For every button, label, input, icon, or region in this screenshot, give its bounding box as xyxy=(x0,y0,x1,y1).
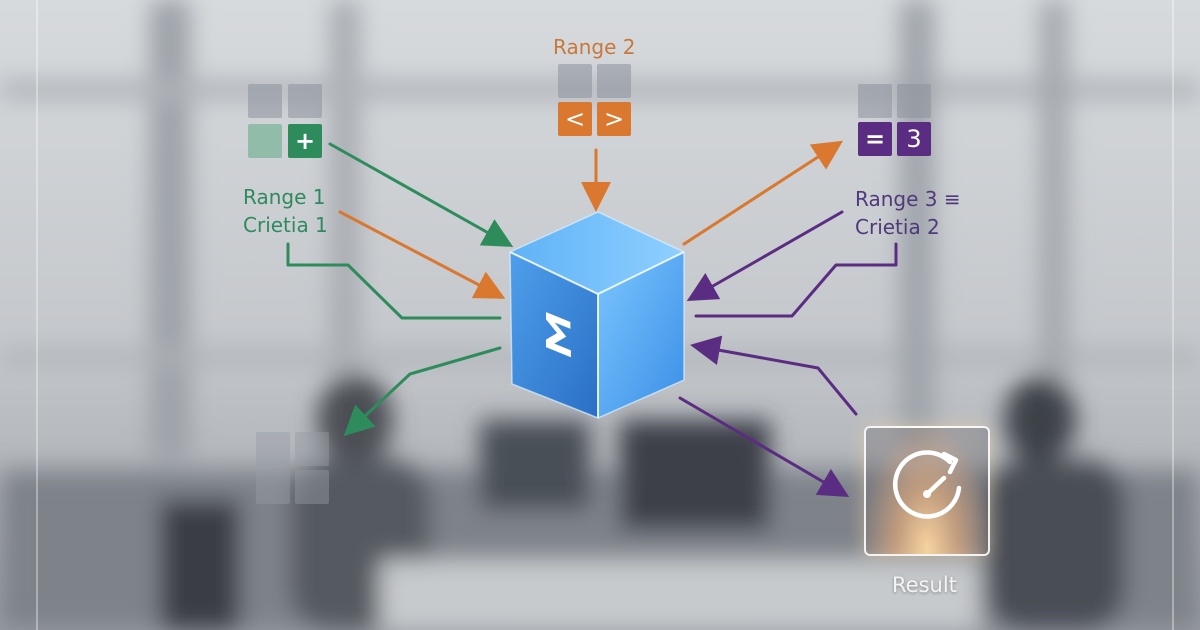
greater-than-cell xyxy=(597,102,631,136)
connector-plus-to-cube xyxy=(328,142,514,247)
criteria1-label: Crietia 1 xyxy=(243,213,328,237)
three-icon: 3 xyxy=(906,125,922,153)
connector-result-to-cube xyxy=(690,335,858,416)
grid-cell xyxy=(295,470,329,504)
grid-cell xyxy=(256,432,290,466)
grid-cell xyxy=(597,64,631,98)
grid-cell xyxy=(897,84,931,118)
refresh-dial-icon xyxy=(892,450,962,519)
equals-icon: = xyxy=(864,125,886,153)
result-box xyxy=(864,426,990,556)
less-than-cell xyxy=(558,102,592,136)
less-than-icon: < xyxy=(564,105,586,133)
connector-cube-to-equals3 xyxy=(682,140,844,246)
connector-range3-to-cube xyxy=(694,242,898,318)
grid-cell xyxy=(858,84,892,118)
connector-range1-to-cube xyxy=(286,242,502,320)
range3-label: Range 3 ≡ xyxy=(855,187,961,211)
greater-than-icon: > xyxy=(603,105,625,133)
sigma-cube-icon xyxy=(509,211,685,419)
connector-cube-to-result xyxy=(678,396,850,498)
grid-cell xyxy=(248,124,282,158)
equals-cell xyxy=(858,122,892,156)
connector-criteria1-to-cube xyxy=(338,210,506,299)
range2-label: Range 2 xyxy=(553,35,636,59)
grid-cell xyxy=(248,84,282,118)
connector-criteria2-to-cube xyxy=(686,210,844,301)
plus-cell xyxy=(288,124,322,158)
three-cell xyxy=(897,122,931,156)
plus-icon: + xyxy=(294,127,316,155)
glass-edge-right xyxy=(1172,0,1174,630)
connector-cube-to-output-grid xyxy=(343,346,502,437)
result-label: Result xyxy=(892,573,957,597)
grid-cell xyxy=(295,432,329,466)
grid-cell xyxy=(288,84,322,118)
grid-cell xyxy=(558,64,592,98)
glass-edge-left xyxy=(36,0,38,630)
range1-label: Range 1 xyxy=(243,185,326,209)
criteria2-label: Crietia 2 xyxy=(855,215,940,239)
grid-cell xyxy=(256,470,290,504)
